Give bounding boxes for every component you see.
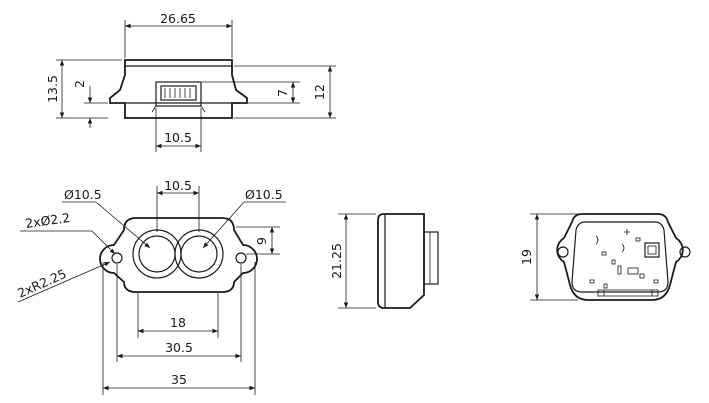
side-view: 21.25 — [329, 213, 439, 309]
dim-top-height-right: 12 — [312, 84, 327, 100]
back-view-body — [556, 213, 684, 301]
dim-top-base-height: 2 — [72, 80, 87, 88]
dim-front-holes: 2xØ2.2 — [24, 210, 71, 231]
back-view-connector — [597, 289, 659, 297]
dim-front-lens-left-dia: Ø10.5 — [64, 187, 102, 202]
front-view-body — [99, 217, 258, 293]
dim-top-total-height: 13.5 — [45, 75, 60, 103]
back-mount-hole-left — [557, 246, 569, 258]
dim-front-lens-spacing: 10.5 — [164, 178, 192, 193]
top-view-body — [109, 59, 248, 119]
front-lens-left-outer — [132, 229, 182, 279]
side-view-connector — [423, 231, 439, 285]
dim-front-hole-spacing: 30.5 — [165, 340, 193, 355]
front-lens-right-outer — [174, 229, 224, 279]
dim-front-inner-width: 18 — [170, 315, 186, 330]
dim-front-lens-height: 9 — [254, 237, 269, 245]
front-mount-hole-right — [235, 252, 247, 264]
side-view-body — [377, 213, 425, 309]
dim-front-lens-right-dia: Ø10.5 — [245, 187, 283, 202]
dim-top-width: 26.65 — [160, 11, 196, 26]
top-view: 26.65 13.5 2 7 12 10.5 — [45, 11, 336, 152]
front-mount-hole-left — [111, 252, 123, 264]
dim-front-total-width: 35 — [171, 372, 187, 387]
top-view-connector — [151, 81, 206, 113]
dim-top-connector-height: 7 — [275, 89, 290, 97]
back-mount-hole-right — [679, 246, 691, 258]
dim-top-connector-width: 10.5 — [164, 130, 192, 145]
dim-back-height: 19 — [519, 249, 534, 265]
back-view: 19 — [519, 213, 691, 301]
front-lens-right — [180, 235, 218, 273]
front-view: 10.5 Ø10.5 Ø10.5 2xØ2.2 2xR2.25 9 18 30.… — [15, 178, 286, 395]
back-view-components — [589, 229, 660, 297]
dim-side-height: 21.25 — [329, 243, 344, 279]
front-lens-left — [138, 235, 176, 273]
